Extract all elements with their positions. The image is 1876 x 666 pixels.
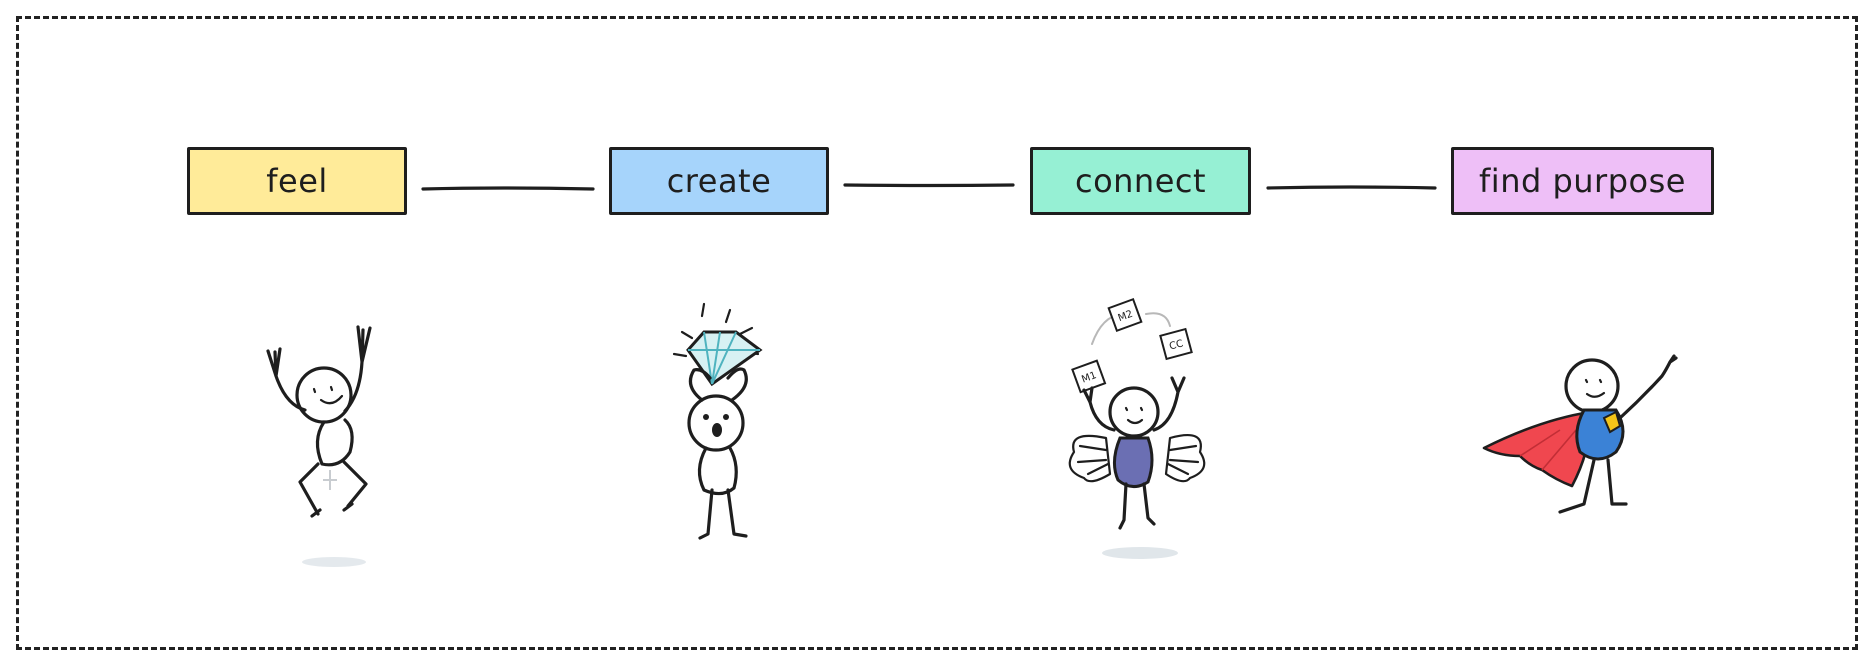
connector-create-connect bbox=[843, 183, 1015, 188]
juggle-cc: CC bbox=[1168, 338, 1184, 352]
juggle-m1: M1 bbox=[1080, 370, 1098, 385]
stage-find-purpose-label: find purpose bbox=[1479, 162, 1686, 200]
stage-create: create bbox=[609, 147, 829, 215]
angel-juggler-icon: M1 M2 CC bbox=[1068, 297, 1206, 559]
stage-feel-label: feel bbox=[266, 162, 328, 200]
juggle-m2: M2 bbox=[1117, 309, 1135, 324]
stage-find-purpose: find purpose bbox=[1451, 147, 1714, 215]
stage-connect: connect bbox=[1030, 147, 1251, 215]
connector-feel-create bbox=[421, 186, 595, 191]
stage-feel: feel bbox=[187, 147, 407, 215]
connector-connect-purpose bbox=[1266, 185, 1437, 190]
stage-connect-label: connect bbox=[1074, 162, 1207, 200]
person-holding-diamond-icon bbox=[672, 302, 763, 540]
dashed-frame bbox=[16, 16, 1858, 650]
jumping-person-icon bbox=[266, 325, 372, 567]
superhero-icon bbox=[1482, 354, 1678, 514]
stage-create-label: create bbox=[666, 162, 772, 200]
